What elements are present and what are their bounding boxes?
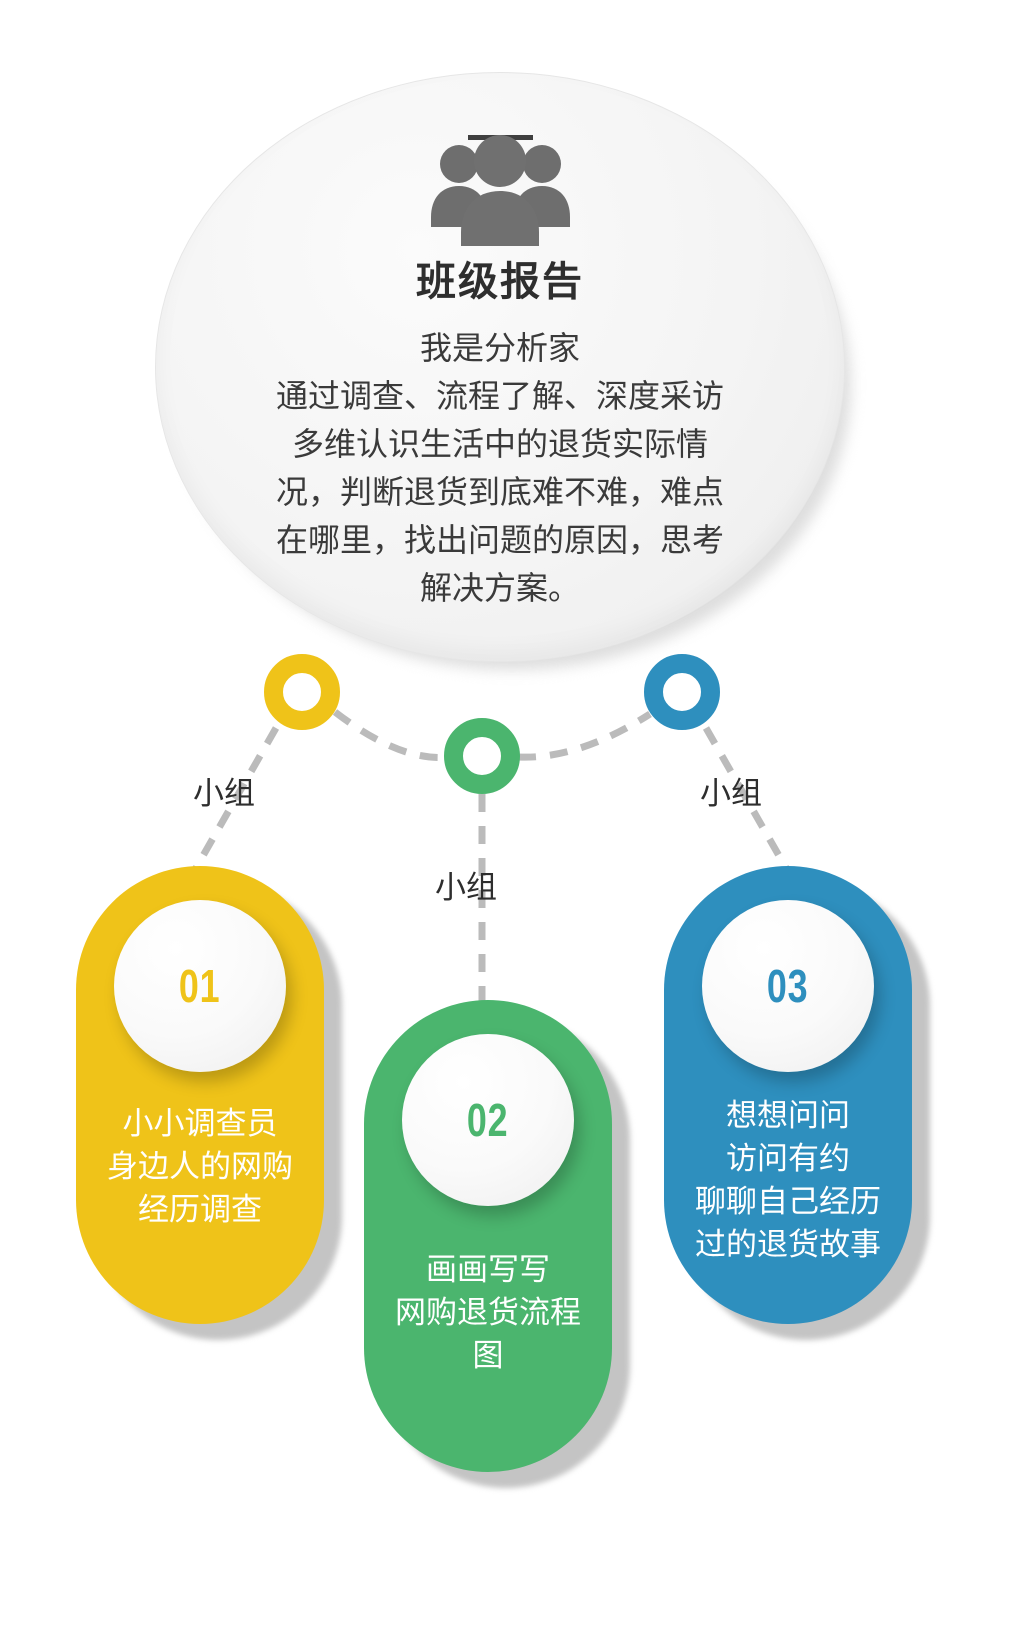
number-circle-03: 03 [702,900,874,1072]
hero-body-line: 在哪里，找出问题的原因，思考 [275,522,724,558]
ring-green[interactable] [444,718,520,794]
card-text-line: 过的退货故事 [695,1227,881,1262]
hero-body-line: 我是分析家 [419,330,580,366]
card-text-line: 访问有约 [726,1141,850,1176]
hero-body-text: 我是分析家 通过调查、流程了解、深度采访 多维认识生活中的退货实际情 况，判断退… [200,324,800,612]
card-text-02: 画画写写 网购退货流程 图 [368,1248,608,1377]
card-text-line: 经历调查 [138,1192,262,1227]
hero-circle: 班级报告 我是分析家 通过调查、流程了解、深度采访 多维认识生活中的退货实际情 … [155,72,845,662]
hero-title: 班级报告 [416,260,584,304]
hero-body-line: 解决方案。 [419,570,580,606]
branch-label-1: 小组 [193,776,255,811]
branch-card-02[interactable]: 02 画画写写 网购退货流程 图 [364,1000,630,1488]
branch-card-01[interactable]: 01 小小调查员 身边人的网购 经历调查 [76,866,342,1340]
card-text-line: 身边人的网购 [107,1149,293,1184]
branch-card-03[interactable]: 03 想想问问 访问有约 聊聊自己经历 过的退货故事 [664,866,930,1340]
card-body-green[interactable]: 02 画画写写 网购退货流程 图 [364,1000,612,1472]
number-label: 01 [179,960,221,1012]
people-group-icon [430,135,570,246]
card-text-line: 聊聊自己经历 [695,1184,881,1219]
number-circle-02: 02 [402,1034,574,1206]
card-text-03: 想想问问 访问有约 聊聊自己经历 过的退货故事 [668,1094,908,1266]
hero-body-line: 通过调查、流程了解、深度采访 [275,378,724,414]
card-body-yellow[interactable]: 01 小小调查员 身边人的网购 经历调查 [76,866,324,1324]
number-label: 02 [467,1094,509,1146]
branch-label-3: 小组 [700,776,762,811]
card-text-line: 小小调查员 [122,1106,278,1141]
number-circle-01: 01 [114,900,286,1072]
card-text-line: 网购退货流程 [395,1295,581,1330]
ring-yellow[interactable] [264,654,340,730]
hero-body-line: 况，判断退货到底难不难，难点 [275,474,724,510]
card-text-01: 小小调查员 身边人的网购 经历调查 [80,1102,320,1231]
card-text-line: 想想问问 [726,1098,850,1133]
card-body-blue[interactable]: 03 想想问问 访问有约 聊聊自己经历 过的退货故事 [664,866,912,1324]
hero-body-line: 多维认识生活中的退货实际情 [291,426,708,462]
card-text-line: 画画写写 [426,1252,550,1287]
branch-label-2: 小组 [435,870,497,905]
card-text-line: 图 [472,1338,504,1373]
number-label: 03 [767,960,809,1012]
ring-blue[interactable] [644,654,720,730]
